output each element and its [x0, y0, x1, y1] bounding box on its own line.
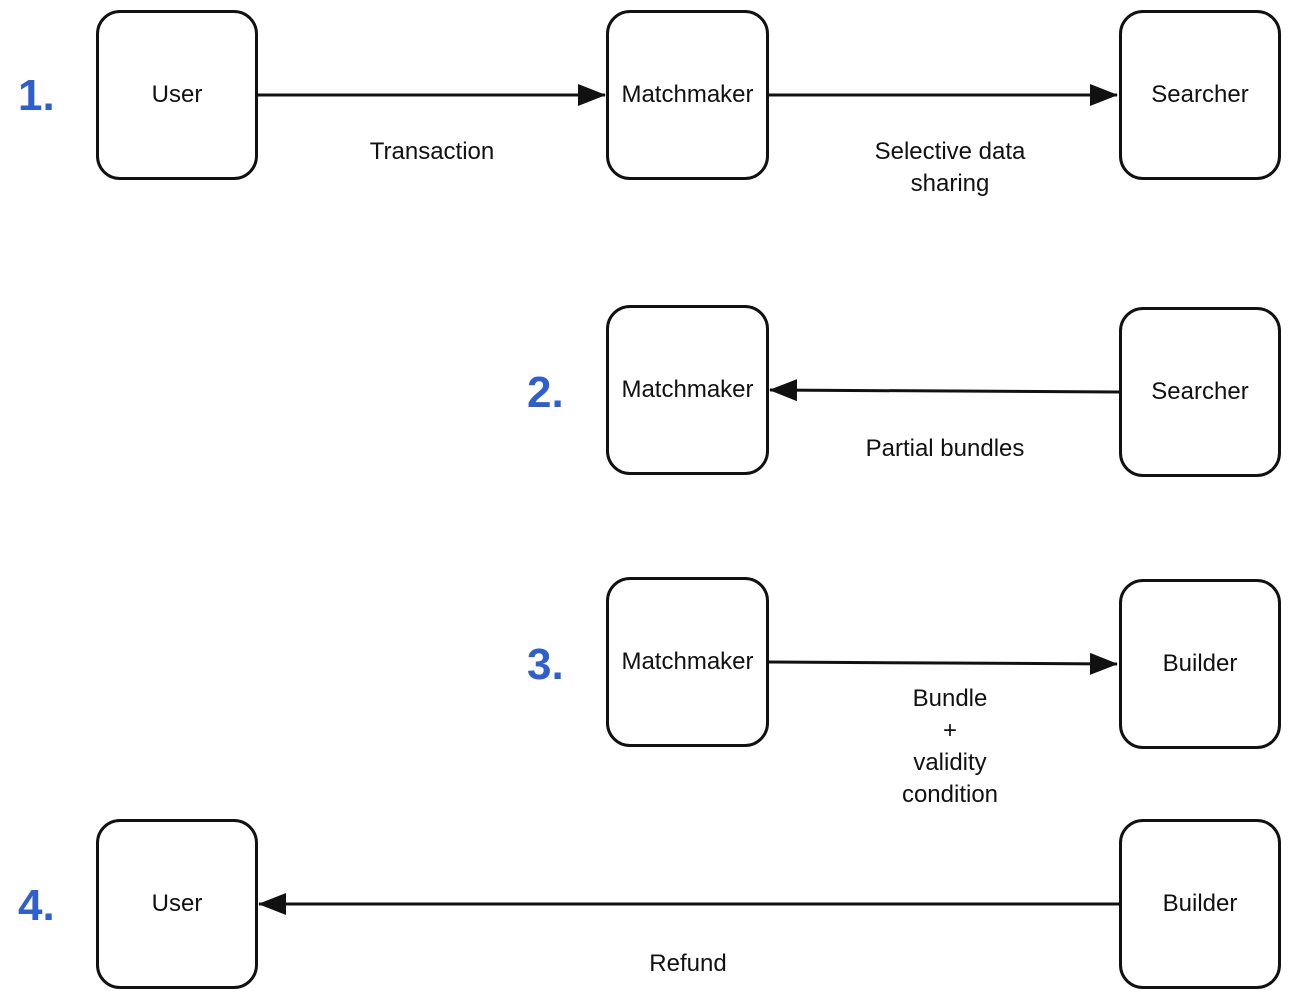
edge-label-line: + [942, 717, 957, 744]
node-user: User [96, 10, 258, 180]
edge-label-bundle-validity-condition: Bundle + validity condition [850, 683, 1050, 811]
edge-label-line: condition [901, 781, 999, 808]
step-number-1: 1. [18, 71, 55, 120]
node-searcher: Searcher [1119, 10, 1281, 180]
edge-label-line: sharing [910, 170, 990, 197]
node-searcher: Searcher [1119, 307, 1281, 477]
edge-label-line: Selective data [874, 138, 1026, 165]
arrow-matchmaker-to-builder [768, 652, 1118, 675]
node-matchmaker: Matchmaker [606, 305, 769, 475]
node-builder: Builder [1119, 819, 1281, 989]
arrow-searcher-to-matchmaker [769, 379, 1120, 402]
step-number-3: 3. [527, 640, 564, 689]
node-matchmaker: Matchmaker [606, 10, 769, 180]
edge-label-line: Partial bundles [865, 435, 1025, 462]
node-builder: Builder [1119, 579, 1281, 749]
node-user: User [96, 819, 258, 989]
edge-label-line: Bundle [912, 685, 988, 712]
node-matchmaker: Matchmaker [606, 577, 769, 747]
step-number-2: 2. [527, 368, 564, 417]
step-number-4: 4. [18, 881, 55, 930]
edge-label-line: Refund [649, 950, 727, 977]
edge-label-partial-bundles: Partial bundles [825, 433, 1065, 465]
edge-label-line: validity [913, 749, 987, 776]
edge-label-selective-data-sharing: Selective data sharing [830, 136, 1070, 200]
edge-label-transaction: Transaction [332, 136, 532, 168]
edge-label-line: Transaction [369, 138, 495, 165]
edge-label-refund: Refund [588, 948, 788, 980]
